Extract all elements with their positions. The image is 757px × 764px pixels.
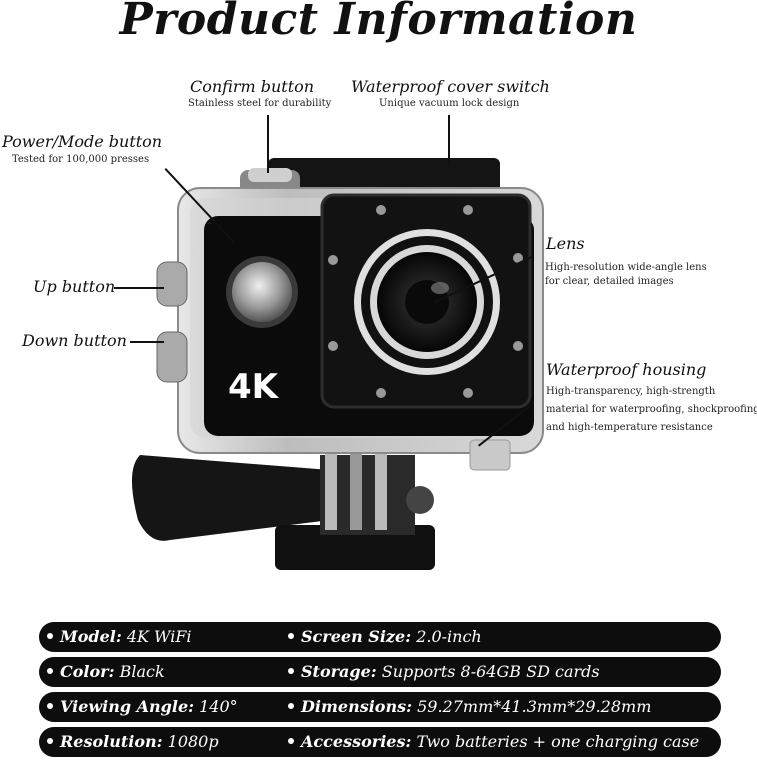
spec-color: Color: Black (47, 657, 165, 687)
housing-desc-2: material for waterproofing, shockproofin… (546, 404, 757, 415)
confirm-button-desc: Stainless steel for durability (188, 98, 332, 109)
spec-row: Resolution: 1080p Accessories: Two batte… (39, 727, 721, 757)
spec-viewing-angle: Viewing Angle: 140° (47, 692, 238, 722)
housing-desc-1: High-transparency, high-strength (546, 386, 716, 397)
up-button-label: Up button (33, 277, 116, 296)
down-pointer (130, 341, 164, 343)
housing-label: Waterproof housing (546, 360, 707, 379)
down-button-label: Down button (22, 331, 127, 350)
confirm-pointer (267, 115, 269, 173)
4k-badge: 4K (228, 367, 280, 407)
spec-model: Model: 4K WiFi (47, 622, 192, 652)
spec-accessories: Accessories: Two batteries + one chargin… (288, 727, 699, 757)
spec-resolution: Resolution: 1080p (47, 727, 219, 757)
spec-row: Viewing Angle: 140° Dimensions: 59.27mm*… (39, 692, 721, 722)
lens-desc-2: for clear, detailed images (545, 276, 674, 287)
housing-desc-3: and high-temperature resistance (546, 422, 713, 433)
spec-dimensions: Dimensions: 59.27mm*41.3mm*29.28mm (288, 692, 651, 722)
bullet-icon (288, 632, 294, 639)
cover-switch-desc: Unique vacuum lock design (379, 98, 520, 109)
bullet-icon (47, 632, 53, 639)
cover-pointer (448, 115, 450, 165)
up-pointer (114, 287, 164, 289)
bullet-icon (288, 702, 294, 709)
power-button-label: Power/Mode button (2, 132, 163, 151)
spec-screen-size: Screen Size: 2.0-inch (288, 622, 482, 652)
bullet-icon (47, 737, 53, 744)
bullet-icon (47, 667, 53, 674)
spec-row: Color: Black Storage: Supports 8-64GB SD… (39, 657, 721, 687)
spec-row: Model: 4K WiFi Screen Size: 2.0-inch (39, 622, 721, 652)
spec-storage: Storage: Supports 8-64GB SD cards (288, 657, 600, 687)
lens-label: Lens (546, 234, 585, 253)
page-title: Product Information (119, 0, 638, 45)
bullet-icon (288, 737, 294, 744)
action-camera-image: 4K (131, 158, 544, 570)
power-button-desc: Tested for 100,000 presses (12, 154, 150, 165)
bullet-icon (47, 702, 53, 709)
confirm-button-label: Confirm button (190, 77, 315, 96)
cover-switch-label: Waterproof cover switch (351, 77, 550, 96)
bullet-icon (288, 667, 294, 674)
lens-desc-1: High-resolution wide-angle lens (545, 262, 707, 273)
